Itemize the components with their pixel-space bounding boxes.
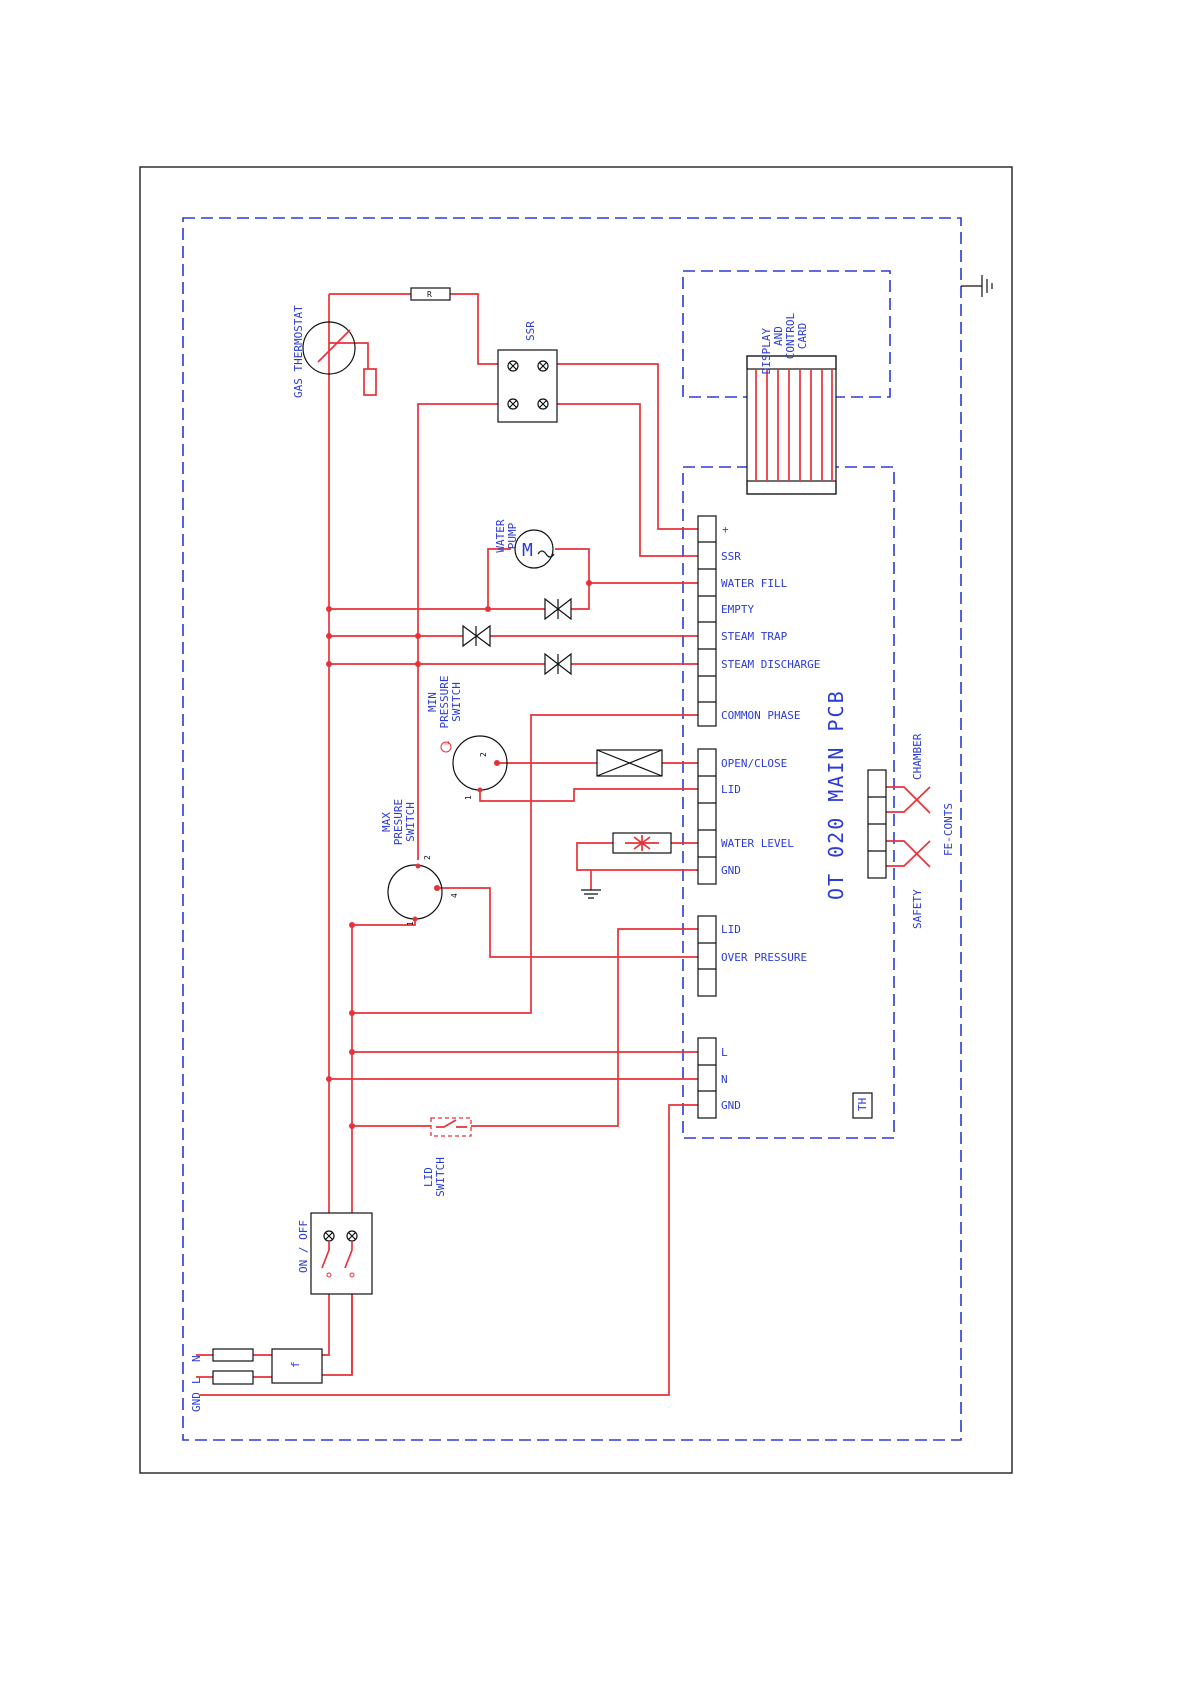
heater-resistor: R — [410, 287, 451, 301]
terminal-water-level: WATER LEVEL — [721, 837, 794, 850]
terminal-block-1 — [697, 515, 717, 727]
chamber-safety-block — [867, 769, 887, 879]
max-ps-label-2: PRESURE — [392, 799, 405, 845]
component-labels: GAS THERMOSTAT SSR DISPLAY AND CONTROL C… — [190, 305, 955, 1412]
fe-conts-label: FE-CONTS — [942, 803, 955, 856]
lid-switch-label-2: SWITCH — [434, 1157, 447, 1197]
max-pin-2: 2 — [423, 855, 432, 860]
water-pump-motor: M — [514, 529, 555, 569]
terminal-lid-1: LID — [721, 783, 741, 796]
input-gnd-label: GND — [190, 1392, 203, 1412]
lid-switch-label-1: LID — [422, 1167, 435, 1187]
earth-icon — [961, 275, 993, 297]
terminal-labels: + SSR WATER FILL EMPTY STEAM TRAP STEAM … — [721, 523, 869, 1112]
terminal-steam-discharge: STEAM DISCHARGE — [721, 658, 820, 671]
th-label: TH — [856, 1098, 869, 1111]
display-label-1: DISPLAY — [760, 327, 773, 374]
terminal-ssr: SSR — [721, 550, 741, 563]
wires — [196, 293, 931, 1396]
display-label-3: CONTROL — [784, 312, 797, 359]
steam-discharge-valve — [544, 652, 572, 676]
motor-symbol: M — [522, 540, 533, 561]
terminal-empty: EMPTY — [721, 603, 754, 616]
terminal-block-4 — [697, 1037, 717, 1119]
input-n-label: N — [190, 1355, 203, 1362]
terminal-common-phase: COMMON PHASE — [721, 709, 800, 722]
on-off-switch[interactable] — [310, 1212, 373, 1295]
display-connector — [746, 355, 837, 495]
open-close-actuator — [596, 749, 663, 777]
min-pressure-switch: 2 1 L — [440, 735, 508, 800]
water-pump-label-2: PUMP — [506, 522, 519, 549]
water-pump-label-1: WATER — [494, 519, 507, 552]
page-frame — [139, 166, 1013, 1474]
terminal-l: L — [721, 1046, 728, 1059]
water-level-sensor — [612, 832, 672, 854]
chamber-label: CHAMBER — [911, 733, 924, 780]
steam-trap-valve — [462, 624, 491, 648]
terminal-steam-trap: STEAM TRAP — [721, 630, 788, 643]
ssr-label: SSR — [524, 321, 537, 341]
ssr-relay — [497, 349, 558, 423]
on-off-label: ON / OFF — [297, 1220, 310, 1273]
terminal-open-close: OPEN/CLOSE — [721, 757, 787, 770]
fuse: f — [271, 1348, 323, 1384]
terminal-block-3 — [697, 915, 717, 997]
input-l-label: L — [190, 1377, 203, 1384]
max-pin-4: 4 — [450, 893, 459, 898]
gas-thermostat-label: GAS THERMOSTAT — [292, 305, 305, 398]
main-pcb-boundary — [682, 466, 895, 1139]
max-pin-1: 1 — [406, 921, 415, 926]
heater-symbol: R — [427, 290, 432, 299]
terminal-lid-2: LID — [721, 923, 741, 936]
pressure-mark: L — [443, 741, 451, 745]
max-pressure-switch: 2 4 1 — [387, 855, 459, 926]
water-fill-valve — [544, 597, 572, 621]
terminal-plus: + — [722, 523, 729, 536]
terminal-over-pressure: OVER PRESSURE — [721, 951, 807, 964]
ground-icon — [581, 889, 601, 899]
min-ps-label-3: SWITCH — [450, 682, 463, 722]
display-label-2: AND — [772, 326, 785, 346]
max-ps-label-1: MAX — [380, 812, 393, 832]
display-label-4: CARD — [796, 323, 809, 350]
min-ps-label-1: MIN — [426, 692, 439, 712]
max-ps-label-3: SWITCH — [404, 802, 417, 842]
terminal-block-2 — [697, 748, 717, 885]
safety-label: SAFETY — [911, 889, 924, 929]
main-pcb-title: OT 020 MAIN PCB — [824, 689, 848, 900]
terminal-gnd-1: GND — [721, 864, 741, 877]
min-pin-1: 1 — [464, 795, 473, 800]
min-ps-label-2: PRESSURE — [438, 676, 451, 729]
input-filter-l — [212, 1370, 254, 1385]
terminal-water-fill: WATER FILL — [721, 577, 788, 590]
terminal-gnd-2: GND — [721, 1099, 741, 1112]
input-filter-n — [212, 1348, 254, 1362]
enclosure-boundary — [182, 217, 962, 1441]
fuse-symbol: f — [289, 1361, 302, 1368]
lid-switch — [430, 1117, 472, 1137]
th-block — [852, 1092, 873, 1119]
terminal-n: N — [721, 1073, 728, 1086]
gas-thermostat — [302, 321, 377, 396]
min-pin-2: 2 — [479, 752, 488, 757]
